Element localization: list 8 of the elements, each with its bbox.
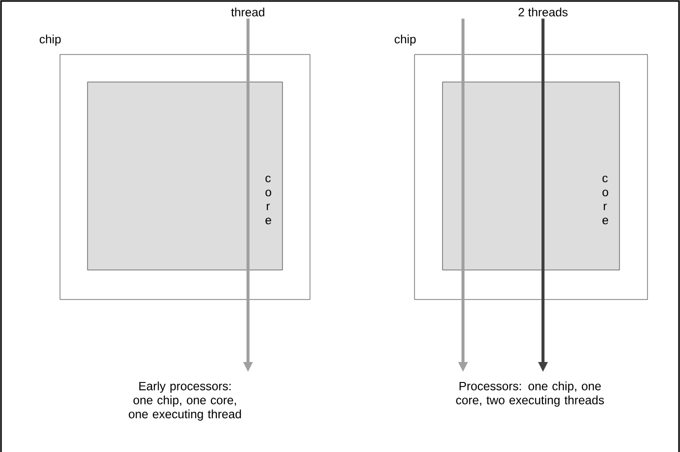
caption: Processors: one chip, one core, two executing threads [456, 382, 604, 407]
thread-label: thread [231, 8, 264, 16]
core-box: c o r e [442, 82, 620, 270]
node-label: chip [40, 34, 61, 46]
caption: Early processors: one chip, one core, one executing thread [128, 382, 241, 421]
node-label: chip [394, 34, 416, 46]
core-box: c o r e [87, 82, 283, 270]
thread-label: 2 threads [518, 8, 568, 16]
